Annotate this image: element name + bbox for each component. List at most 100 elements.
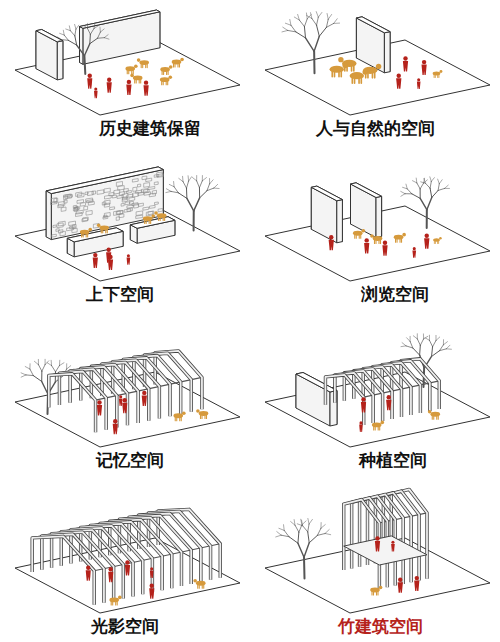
tree-branch bbox=[421, 182, 426, 183]
person-body bbox=[125, 565, 130, 576]
tree-branch bbox=[424, 179, 426, 184]
animal-figure bbox=[353, 229, 365, 238]
stone-texture bbox=[127, 208, 132, 212]
animal-figure bbox=[330, 63, 348, 77]
person-figure bbox=[412, 247, 416, 258]
animal-figure bbox=[154, 211, 166, 220]
tree-branch bbox=[89, 34, 91, 43]
animal-figure bbox=[97, 224, 109, 233]
person-head bbox=[365, 238, 369, 242]
stone-texture bbox=[134, 204, 139, 209]
animal-figure bbox=[363, 64, 381, 78]
wall bbox=[80, 27, 83, 65]
wall bbox=[311, 186, 342, 201]
animal-body bbox=[80, 230, 90, 235]
tree-branch bbox=[66, 29, 71, 31]
stone-texture bbox=[110, 207, 115, 210]
tree-branch bbox=[196, 176, 197, 181]
person-body bbox=[391, 544, 395, 551]
person-body bbox=[403, 61, 408, 72]
tree-branch bbox=[325, 533, 331, 534]
person-body bbox=[86, 570, 91, 581]
tree-branch bbox=[30, 369, 33, 376]
stone-texture bbox=[61, 207, 66, 211]
stone-texture bbox=[53, 225, 56, 228]
tree-branch bbox=[282, 30, 288, 31]
tree-branch bbox=[443, 340, 444, 345]
tree-branch bbox=[309, 535, 317, 542]
person-body bbox=[126, 84, 131, 95]
tree bbox=[57, 23, 109, 74]
tree-branch bbox=[417, 339, 420, 345]
tree-branch bbox=[406, 184, 407, 189]
tree-branch bbox=[321, 525, 325, 529]
panel-caption: 光影空间 bbox=[89, 616, 161, 636]
stone-texture bbox=[154, 175, 159, 178]
stone-texture bbox=[52, 234, 57, 237]
tree-branch bbox=[285, 23, 291, 25]
tree-branch bbox=[291, 25, 296, 32]
stone-texture bbox=[130, 201, 134, 204]
tree-branch bbox=[296, 32, 306, 38]
animal-head bbox=[97, 224, 101, 228]
tree-branch bbox=[186, 188, 187, 198]
animal-head bbox=[196, 409, 200, 413]
tree-branch bbox=[307, 15, 311, 19]
person-figure bbox=[329, 235, 334, 250]
stone-texture bbox=[104, 203, 109, 207]
stone-texture bbox=[124, 209, 131, 213]
stone-texture bbox=[133, 187, 137, 191]
person-head bbox=[425, 234, 429, 238]
tree-branch bbox=[90, 38, 98, 43]
tree-branch bbox=[416, 178, 418, 183]
timber-frame bbox=[49, 374, 96, 432]
tree-branch bbox=[314, 36, 319, 51]
tree-branch bbox=[38, 365, 41, 372]
tree-branch bbox=[75, 24, 76, 29]
animal-figure bbox=[80, 228, 92, 237]
person-head bbox=[415, 576, 419, 580]
tree-branch bbox=[438, 184, 439, 191]
animal-body bbox=[196, 581, 206, 586]
stone-texture bbox=[118, 186, 125, 191]
animal-figure bbox=[372, 421, 384, 430]
stone-texture bbox=[136, 211, 143, 216]
panel-caption: 种植空间 bbox=[357, 450, 429, 470]
tree-branch bbox=[445, 185, 449, 188]
person-figure bbox=[359, 421, 363, 432]
animal-figure bbox=[137, 58, 149, 67]
person-figure bbox=[398, 578, 403, 593]
animal-head bbox=[137, 58, 141, 62]
person-head bbox=[142, 391, 146, 395]
tree-branch bbox=[407, 338, 411, 342]
stone-texture bbox=[125, 202, 130, 205]
tree-branch bbox=[429, 335, 430, 340]
tree-branch bbox=[432, 190, 438, 197]
tree-branch bbox=[302, 521, 306, 525]
tree-branch bbox=[325, 530, 329, 534]
person-body bbox=[396, 78, 401, 89]
animal-head bbox=[130, 74, 134, 78]
tree-branch bbox=[443, 342, 447, 345]
tree-branch bbox=[423, 334, 424, 339]
animal-figure bbox=[172, 58, 184, 67]
person-head bbox=[417, 78, 420, 81]
person-body bbox=[364, 243, 369, 254]
person-head bbox=[144, 80, 148, 84]
timber-frame bbox=[49, 374, 96, 432]
stone-texture bbox=[114, 190, 120, 194]
person-head bbox=[383, 241, 387, 245]
panel-illustration bbox=[265, 489, 490, 613]
stone-texture bbox=[84, 206, 88, 210]
animal-figure bbox=[433, 70, 443, 77]
tree-branch bbox=[182, 176, 183, 181]
person-figure bbox=[403, 56, 408, 71]
tree-branch bbox=[301, 519, 302, 525]
stone-texture bbox=[158, 209, 163, 212]
tree-branch bbox=[41, 371, 42, 381]
tree-branch bbox=[52, 366, 56, 372]
tree-branch bbox=[401, 194, 405, 197]
tree-branch bbox=[276, 535, 281, 537]
tree bbox=[282, 12, 340, 74]
